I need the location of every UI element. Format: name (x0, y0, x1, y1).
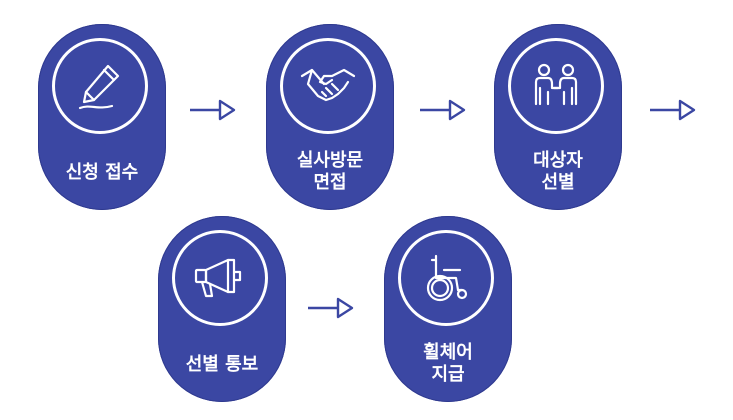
arrow-right-icon (308, 297, 354, 319)
step-label: 대상자 선별 (533, 150, 583, 193)
step-label: 신청 접수 (65, 162, 139, 183)
step-notification: 선별 통보 (158, 216, 286, 402)
step-application: 신청 접수 (38, 24, 166, 210)
megaphone-icon (172, 230, 268, 326)
step-wheelchair-provision: 휠체어 지급 (384, 216, 512, 402)
people-meeting-icon (508, 38, 604, 134)
handshake-icon (280, 38, 376, 134)
arrow-right-icon (420, 99, 466, 121)
step-visit-interview: 실사방문 면접 (266, 24, 394, 210)
step-label: 휠체어 지급 (423, 342, 473, 385)
arrow-right-icon (190, 99, 236, 121)
arrow-right-icon (650, 99, 696, 121)
pen-icon (52, 38, 148, 134)
step-label: 실사방문 면접 (296, 150, 364, 193)
step-label: 선별 통보 (185, 354, 259, 375)
step-selection: 대상자 선별 (494, 24, 622, 210)
wheelchair-icon (398, 230, 494, 326)
